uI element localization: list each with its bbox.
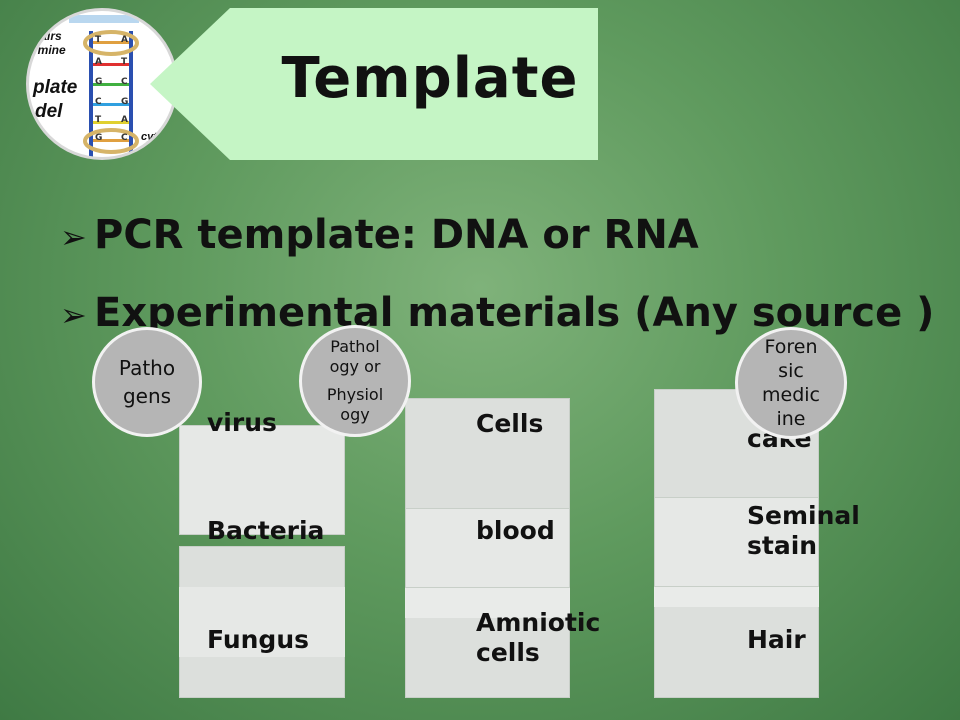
- dna-base-letter: G: [95, 77, 102, 87]
- dna-base-letter: C: [95, 97, 102, 107]
- dna-base-letter: C: [121, 133, 128, 143]
- label-blood: blood: [476, 516, 555, 545]
- box-column-3-band: [654, 587, 819, 607]
- logo-word-4: del: [35, 101, 63, 122]
- dna-base-letter: G: [121, 97, 128, 107]
- label-virus: virus: [207, 408, 277, 437]
- dna-base-letter: T: [95, 115, 102, 125]
- slide-title: Template: [281, 46, 579, 111]
- circle-pathogens: Patho gens: [92, 327, 202, 437]
- logo-word-5: cyt: [141, 131, 157, 143]
- box-column-3-mid: [654, 497, 819, 587]
- logo-word-3: plate: [33, 77, 78, 98]
- circle-pathology: Pathol ogy or Physiol ogy: [299, 325, 411, 437]
- dna-base-letter: A: [121, 35, 128, 45]
- circle-forensic-line-4: ine: [776, 408, 806, 430]
- dna-base-letter: T: [95, 35, 102, 45]
- dna-base-letter: A: [95, 57, 102, 67]
- circle-forensic-text: Foren sic medic ine: [762, 335, 820, 431]
- box-band: [179, 587, 345, 657]
- arrow-bullet-icon: ➢: [60, 218, 87, 256]
- label-fungus: Fungus: [207, 625, 310, 654]
- circle-pathology-line-4: ogy: [340, 405, 370, 424]
- circle-forensic: Foren sic medic ine: [735, 327, 847, 439]
- dna-base-letter: T: [121, 57, 128, 67]
- logo-word-2: ymine: [31, 43, 66, 57]
- circle-forensic-line-3: medic: [762, 384, 820, 406]
- circle-pathology-text: Pathol ogy or Physiol ogy: [327, 337, 383, 425]
- dna-base-letter: A: [121, 115, 128, 125]
- circle-pathology-line-1: Pathol: [330, 337, 380, 356]
- circle-pathology-line-3: Physiol: [326, 385, 384, 404]
- box-column-2-band: [405, 588, 570, 618]
- label-seminal-stain: Seminal stain: [747, 501, 860, 560]
- box-virus: [179, 425, 345, 535]
- bullet-1: ➢PCR template: DNA or RNA: [60, 212, 699, 258]
- circle-forensic-line-2: sic: [778, 360, 804, 382]
- dna-base-letter: C: [121, 77, 128, 87]
- bullet-1-text: PCR template: DNA or RNA: [94, 212, 699, 258]
- label-cells: Cells: [476, 409, 544, 438]
- circle-pathology-line-2: ogy or: [329, 357, 381, 376]
- title-banner: Template: [150, 8, 598, 160]
- label-amniotic-cells: Amniotic cells: [476, 608, 601, 667]
- circle-pathogens-text: Patho gens: [118, 356, 176, 408]
- logo-word-1: pairs: [33, 29, 62, 43]
- circle-forensic-line-1: Foren: [764, 336, 818, 358]
- dna-base-letter: G: [95, 133, 102, 143]
- label-bacteria: Bacteria: [207, 516, 325, 545]
- box-column-2-mid: [405, 508, 570, 588]
- arrow-bullet-icon: ➢: [60, 296, 87, 334]
- label-hair: Hair: [747, 625, 806, 654]
